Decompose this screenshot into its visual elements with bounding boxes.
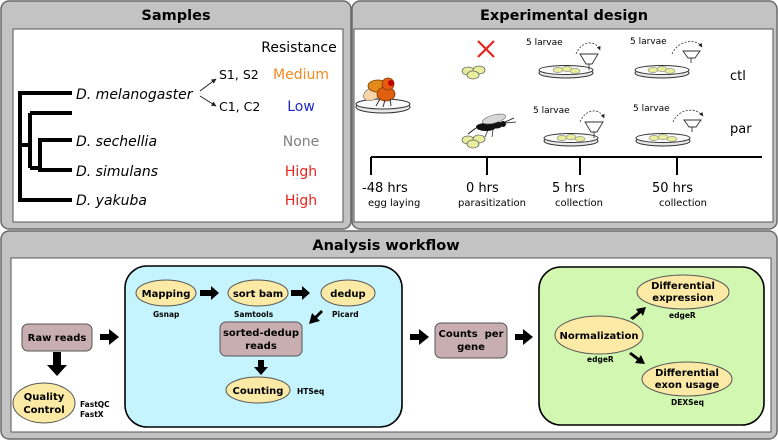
collection-dish-par-50h-icon: [635, 109, 704, 147]
normalization-label: Normalization: [560, 331, 639, 342]
egg-laying-dish-icon: [355, 98, 411, 114]
arrow-sorted-to-counting: [254, 360, 268, 375]
arrow-raw-to-processing: [100, 329, 119, 345]
time-5: 5 hrs: [552, 181, 585, 196]
resistance-high-yakuba: High: [285, 193, 317, 209]
arrow-norm-to-expression: [630, 307, 646, 320]
counts-per-gene-label-1: Counts per: [438, 329, 503, 340]
no-wasp-cross-icon: [477, 40, 495, 58]
mapping-node: [135, 279, 197, 307]
species-yakuba: D. yakuba: [76, 193, 147, 209]
arrow-mapping-to-sort: [200, 286, 219, 300]
arrow-processing-to-counts: [410, 329, 429, 345]
normalization-tool: edgeR: [587, 355, 614, 364]
collection-dish-ctl-5h-icon: [538, 42, 601, 79]
quality-control-label-2: Control: [23, 405, 64, 416]
arrow-to-control-lines: [199, 95, 217, 107]
species-melanogaster: D. melanogaster: [76, 87, 194, 103]
quality-control-label-1: Quality: [24, 392, 65, 403]
row-label-par: par: [730, 122, 752, 137]
event-egg-laying: egg laying: [368, 198, 420, 209]
mapping-label: Mapping: [142, 289, 191, 300]
lines-control: C1, C2: [219, 99, 260, 114]
collection-dish-par-5h-icon: [543, 110, 605, 147]
diff-expression-label-1: Differential: [651, 281, 715, 292]
phylogenetic-tree: [18, 91, 72, 202]
sorted-dedup-label-2: reads: [245, 341, 277, 352]
wasp-icon: [467, 113, 517, 138]
diff-expression-label-2: expression: [652, 293, 713, 304]
sorted-dedup-label-1: sorted-dedup: [223, 328, 299, 339]
parasitized-larvae-icon: [461, 134, 486, 149]
resistance-none: None: [283, 134, 320, 150]
larvae-label-ctl-5h: 5 larvae: [526, 38, 563, 48]
diff-exon-node: [641, 361, 733, 397]
sort-tool: Samtools: [234, 310, 274, 319]
collection-dish-ctl-50h-icon: [634, 41, 703, 79]
event-collection-5h: collection: [555, 198, 603, 209]
diff-exon-tool: DEXSeq: [671, 398, 704, 407]
experimental-design-panel: Experimental design: [351, 0, 778, 230]
raw-reads-label: Raw reads: [28, 333, 87, 344]
qc-tool-fastx: FastX: [80, 410, 104, 419]
raw-reads-box: [21, 323, 93, 352]
species-simulans: D. simulans: [76, 164, 158, 180]
dedup-node: [320, 279, 376, 307]
species-sechellia: D. sechellia: [76, 134, 157, 150]
workflow-title: Analysis workflow: [312, 238, 459, 254]
fly-icon: [363, 77, 396, 108]
larvae-label-ctl-50h: 5 larvae: [630, 37, 667, 47]
time-minus48: -48 hrs: [362, 181, 408, 196]
counting-tool: HTSeq: [297, 387, 324, 396]
counts-per-gene-label-2: gene: [457, 342, 485, 353]
counting-node: [225, 376, 291, 404]
counting-label: Counting: [233, 386, 284, 397]
sort-bam-node: [227, 279, 289, 307]
diff-expression-tool: edgeR: [669, 311, 696, 320]
resistance-medium: Medium: [273, 67, 329, 83]
dedup-label: dedup: [330, 289, 365, 300]
arrow-dedup-to-sorted: [309, 310, 323, 324]
arrow-norm-to-exon: [629, 352, 645, 364]
control-larvae-icon: [461, 65, 486, 80]
time-0: 0 hrs: [466, 181, 499, 196]
larvae-label-par-50h: 5 larvae: [633, 104, 670, 114]
sorted-dedup-reads-box: [219, 321, 303, 357]
row-label-ctl: ctl: [730, 69, 746, 84]
design-title: Experimental design: [480, 8, 648, 24]
event-collection-50h: collection: [659, 198, 707, 209]
resistance-low: Low: [287, 99, 315, 115]
event-parasitization: parasitization: [458, 198, 526, 209]
samples-title: Samples: [141, 8, 210, 24]
lines-selected: S1, S2: [219, 67, 259, 82]
qc-tool-fastqc: FastQC: [80, 400, 110, 409]
timeline: [370, 156, 762, 175]
diff-expression-node: [636, 274, 730, 310]
arrow-raw-to-qc: [47, 352, 67, 376]
time-50: 50 hrs: [652, 181, 693, 196]
resistance-high-simulans: High: [285, 164, 317, 180]
diff-exon-label-2: exon usage: [655, 380, 720, 391]
normalization-node: [554, 315, 644, 355]
dedup-tool: Picard: [332, 310, 359, 319]
larvae-label-par-5h: 5 larvae: [533, 106, 570, 116]
mapping-tool: Gsnap: [153, 310, 180, 319]
arrow-to-selected-lines: [199, 78, 217, 92]
analysis-workflow-panel: Analysis workflow Raw reads Quality Cont…: [0, 230, 778, 440]
arrow-counts-to-stats: [515, 329, 533, 345]
diff-exon-label-1: Differential: [655, 368, 719, 379]
quality-control-node: [12, 382, 76, 424]
resistance-header: Resistance: [261, 40, 336, 56]
samples-panel: Samples Resistance D. melanogaster D. se…: [0, 0, 352, 230]
arrow-sort-to-dedup: [291, 286, 310, 300]
counts-per-gene-box: [434, 322, 508, 359]
sort-bam-label: sort bam: [233, 289, 283, 300]
